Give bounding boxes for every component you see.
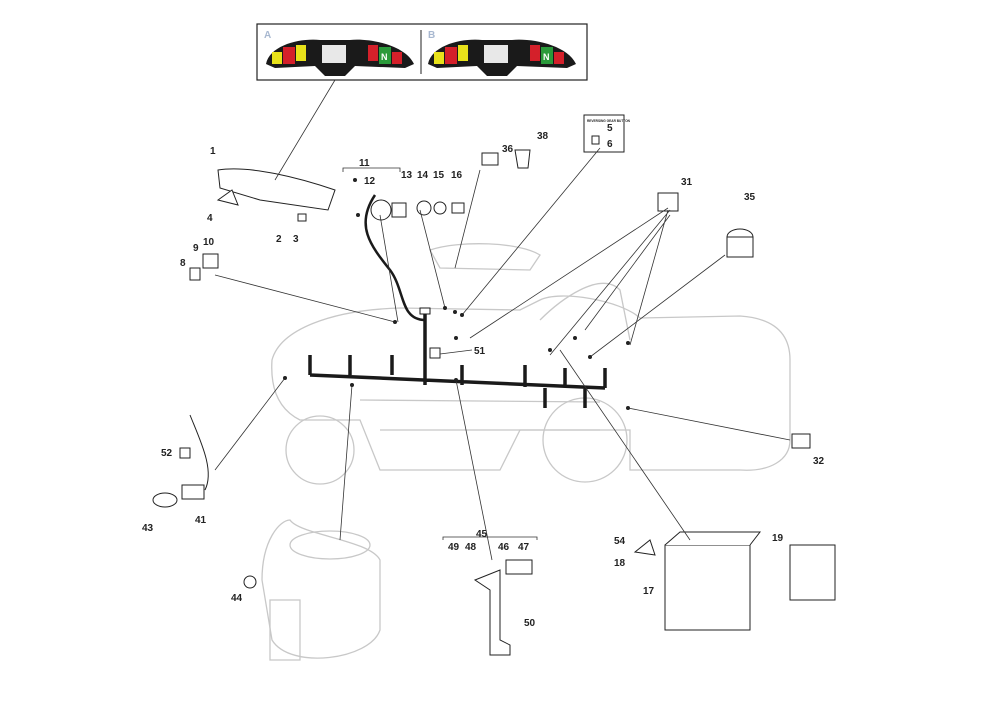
part-label: 13 <box>401 170 413 181</box>
parts <box>152 149 836 656</box>
part-label: 47 <box>518 542 530 553</box>
variant-label: B <box>428 30 435 41</box>
part-label: 35 <box>744 192 756 203</box>
part-label: 19 <box>772 533 784 544</box>
dashboard-panel-variants: A N B N <box>256 23 588 81</box>
part-label: 6 <box>607 139 613 150</box>
part-label: 16 <box>451 170 463 181</box>
part-label: 48 <box>465 542 477 553</box>
part-label: 1 <box>210 146 216 157</box>
leader-lines <box>214 79 791 561</box>
part-label: 8 <box>180 258 186 269</box>
part-label: 11 <box>359 158 370 169</box>
wiring-harness <box>308 194 607 408</box>
part-label: 14 <box>417 170 429 181</box>
part-label: 45 <box>476 529 488 540</box>
part-label: 38 <box>537 131 549 142</box>
part-label: 5 <box>607 123 613 134</box>
part-label: 36 <box>502 144 514 155</box>
neutral-indicator: N <box>543 52 550 62</box>
part-label: 46 <box>498 542 510 553</box>
part-label: 10 <box>203 237 215 248</box>
part-label: 52 <box>161 448 173 459</box>
panel-variant-a: A N <box>264 30 414 76</box>
mower-outline <box>261 243 791 661</box>
part-label: 31 <box>681 177 693 188</box>
part-label: 4 <box>207 213 213 224</box>
part-label: 18 <box>614 558 626 569</box>
part-label: 3 <box>293 234 299 245</box>
part-label: 17 <box>643 586 655 597</box>
part-label: 51 <box>474 346 486 357</box>
panel-variant-b: B N <box>428 30 576 76</box>
part-label: 43 <box>142 523 154 534</box>
part-labels: 1 2 3 4 8 9 10 11 12 13 14 15 16 36 38 5… <box>142 123 825 629</box>
part-label: 9 <box>193 243 199 254</box>
part-label: 2 <box>276 234 282 245</box>
part-label: 49 <box>448 542 460 553</box>
inset-title: REVERSING GEAR BUTTON <box>587 119 631 123</box>
variant-label: A <box>264 30 271 41</box>
part-label: 15 <box>433 170 445 181</box>
part-label: 12 <box>364 176 376 187</box>
part-label: 50 <box>524 618 536 629</box>
part-label: 54 <box>614 536 626 547</box>
neutral-indicator: N <box>381 52 388 62</box>
part-label: 32 <box>813 456 825 467</box>
part-label: 44 <box>231 593 243 604</box>
part-label: 41 <box>195 515 207 526</box>
reversing-gear-inset: REVERSING GEAR BUTTON <box>583 114 631 153</box>
